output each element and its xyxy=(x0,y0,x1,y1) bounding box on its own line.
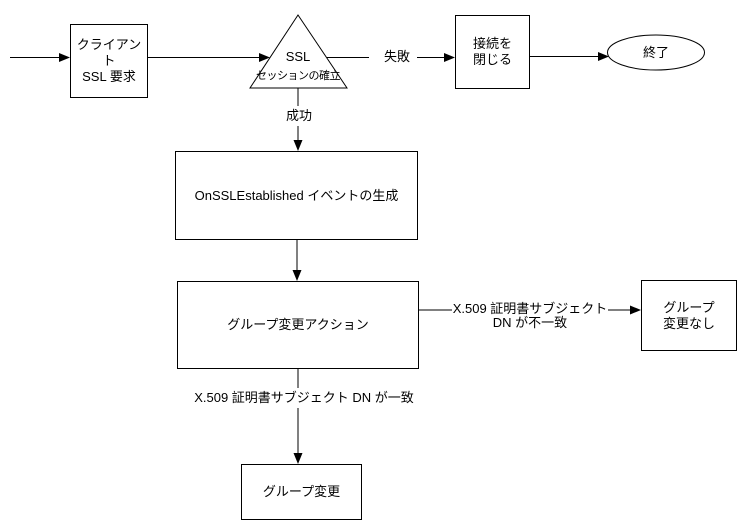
fail-edge-label: 失敗 xyxy=(383,49,410,64)
close-connection-box: 接続を 閉じる xyxy=(455,15,530,89)
group-change-action-label: グループ変更アクション xyxy=(227,317,369,332)
arrowhead-client-to-decision-icon xyxy=(259,53,270,62)
arrowhead-onssl-to-action-icon xyxy=(292,270,302,281)
arrowhead-close-to-end-icon xyxy=(598,52,609,61)
end-terminator-label: 終了 xyxy=(642,45,669,60)
arrowhead-decision-to-onssl-icon xyxy=(293,140,303,151)
no-group-change-label-line1: グループ xyxy=(663,299,715,315)
decision-label-line2: セッションの確立 xyxy=(256,70,341,82)
client-ssl-request-box: クライアント SSL 要求 xyxy=(70,24,148,98)
dn-mismatch-edge-label-line1: X.509 証明書サブジェクト xyxy=(452,301,608,316)
close-connection-label-line1: 接続を xyxy=(472,36,512,51)
group-change-label: グループ変更 xyxy=(262,484,341,499)
arrowhead-action-to-nochange-icon xyxy=(630,305,641,315)
onssl-event-box: OnSSLEstablished イベントの生成 xyxy=(175,151,418,240)
decision-label-line1: SSL xyxy=(285,49,311,64)
dn-mismatch-edge-label: X.509 証明書サブジェクト DN が不一致 xyxy=(448,302,612,330)
no-group-change-label-line2: 変更なし xyxy=(662,315,715,331)
dn-mismatch-edge-label-line2: DN が不一致 xyxy=(492,315,568,330)
client-ssl-request-label-line2: SSL 要求 xyxy=(82,69,136,84)
client-ssl-request-label-line1: クライアント xyxy=(76,37,142,68)
arrowhead-decision-to-close-icon xyxy=(444,53,455,62)
close-connection-label-line2: 閉じる xyxy=(472,52,512,67)
arrowhead-action-to-change-icon xyxy=(293,453,303,464)
dn-match-edge-label: X.509 証明書サブジェクト DN が一致 xyxy=(194,390,414,405)
group-change-box: グループ変更 xyxy=(241,464,362,520)
arrowhead-start-to-client-icon xyxy=(59,53,70,62)
end-terminator-ellipse xyxy=(607,34,705,71)
group-change-action-box: グループ変更アクション xyxy=(177,281,419,369)
no-group-change-box: グループ 変更なし xyxy=(641,280,737,351)
onssl-event-label: OnSSLEstablished イベントの生成 xyxy=(194,187,399,203)
success-edge-label: 成功 xyxy=(285,108,312,123)
